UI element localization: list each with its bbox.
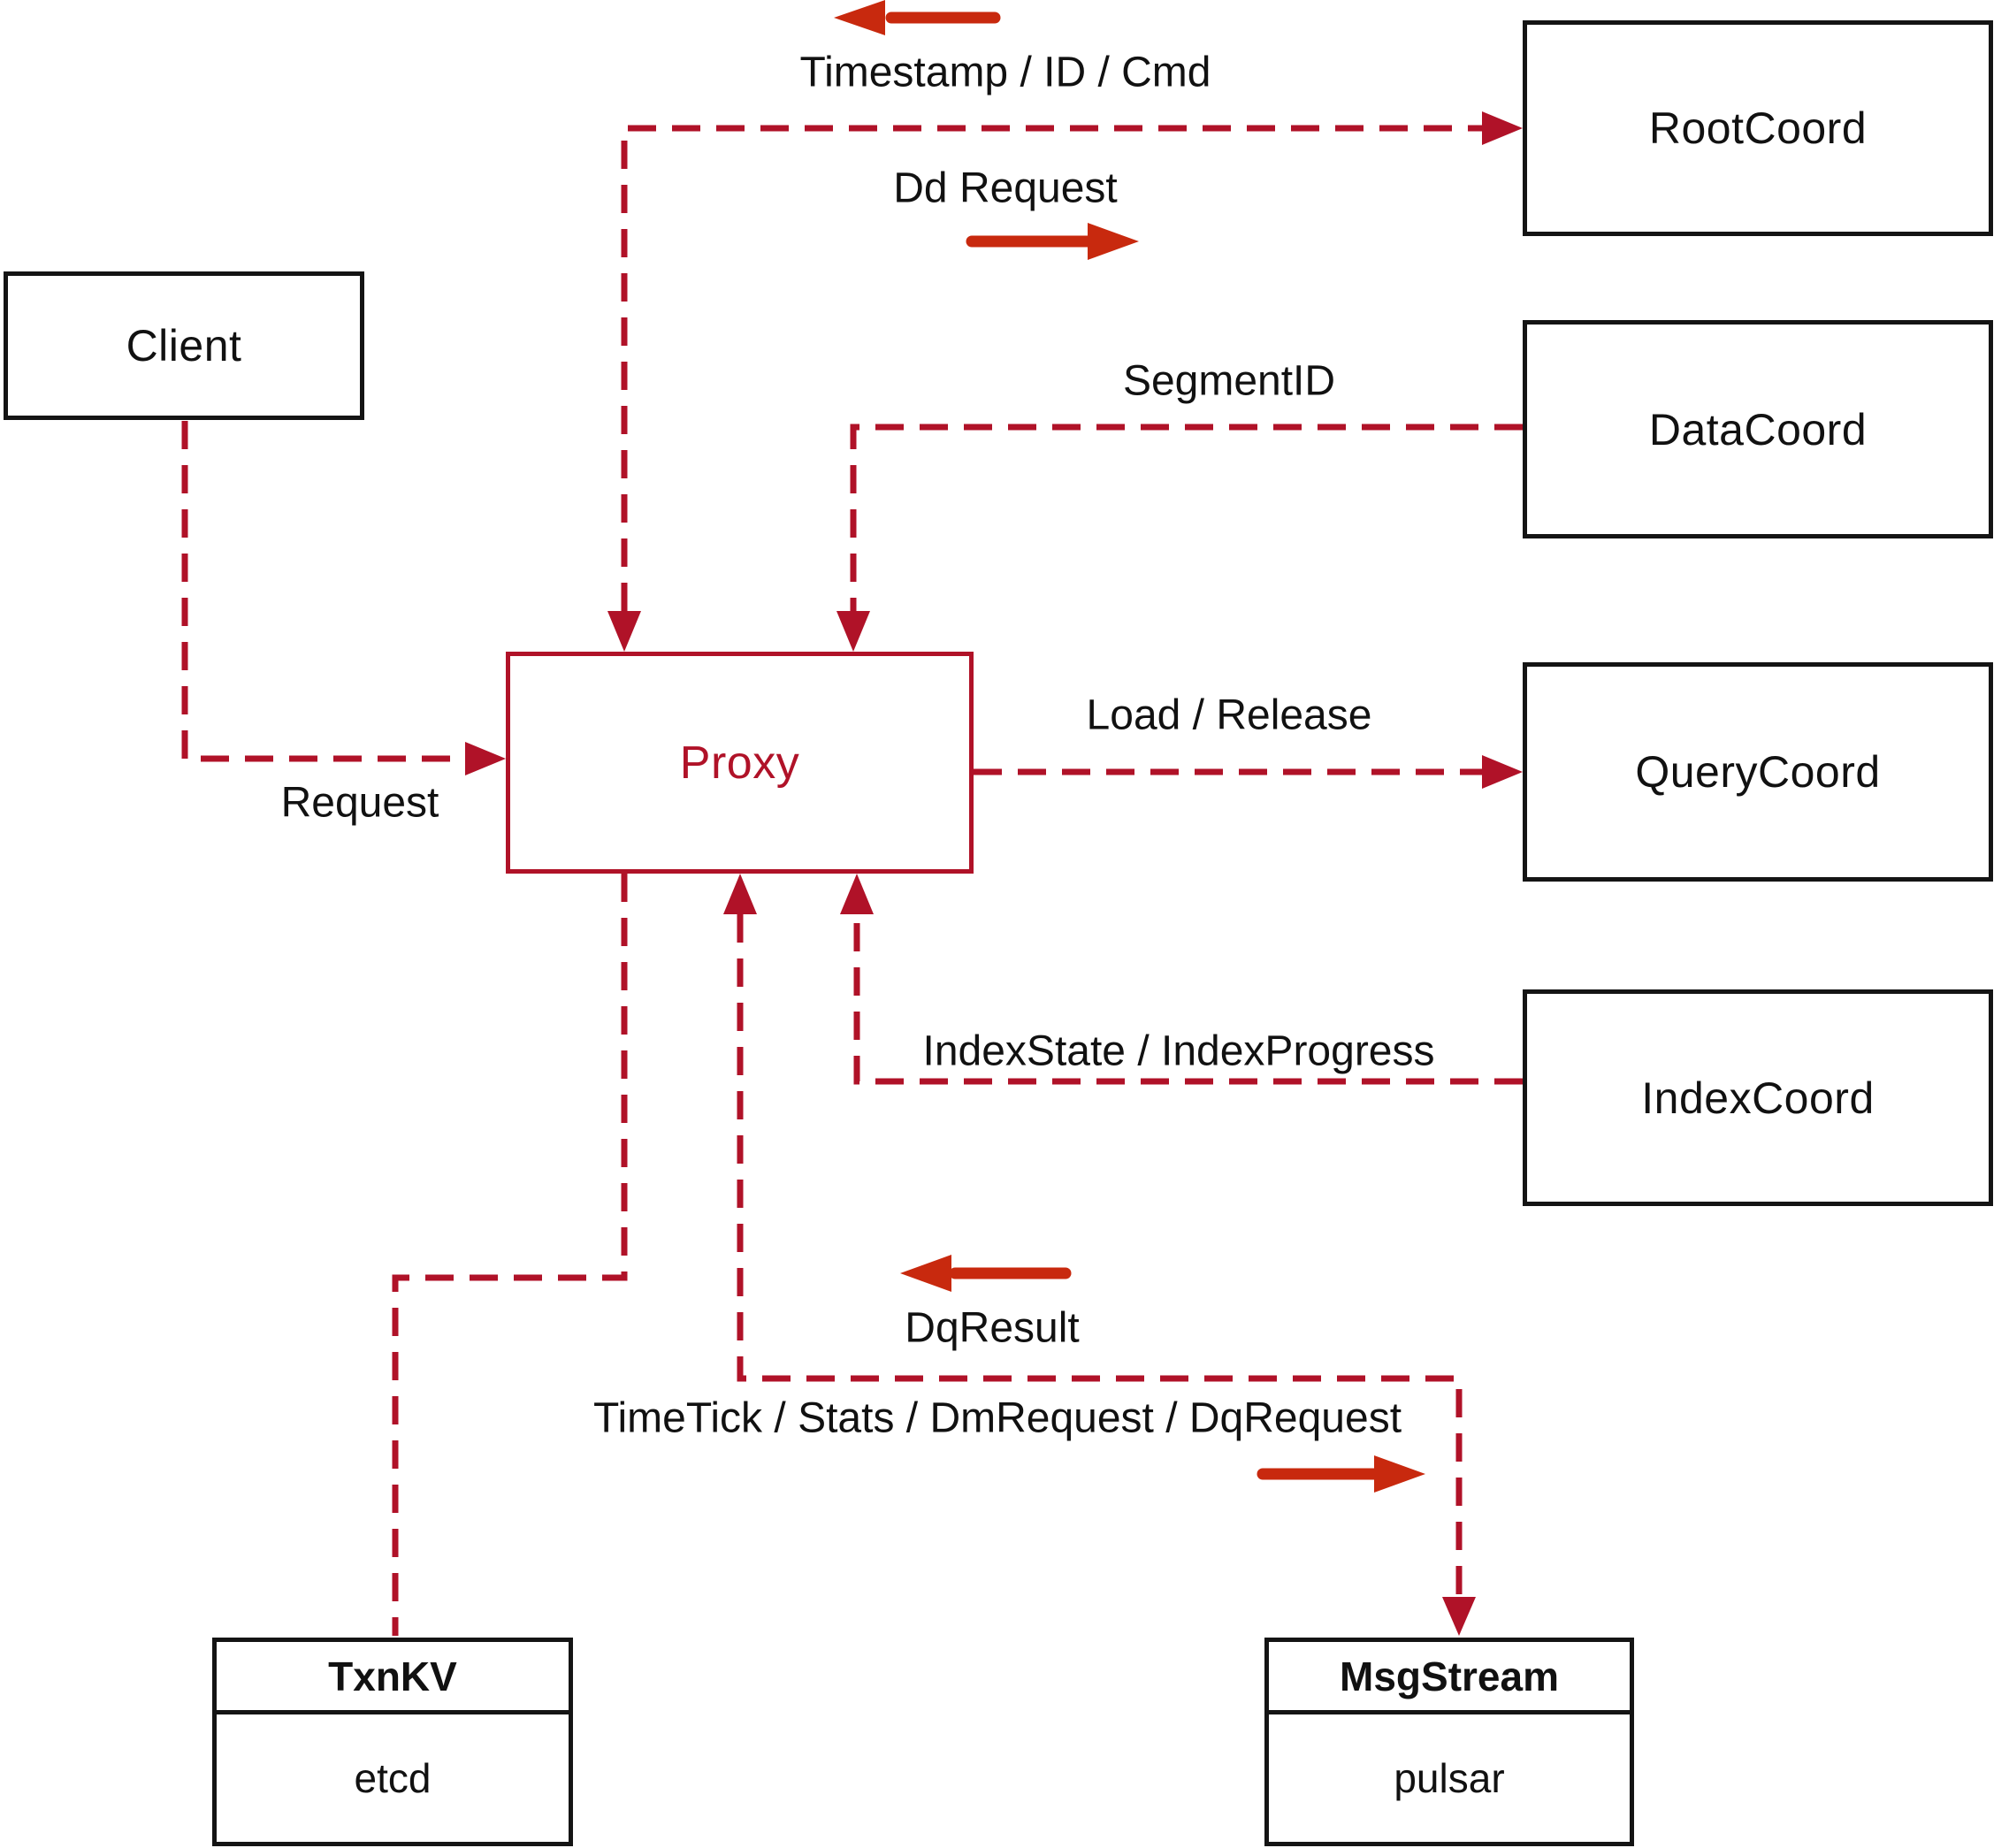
node-rootcoord: RootCoord bbox=[1523, 20, 1993, 236]
arrowhead-into-rootcoord bbox=[1482, 111, 1523, 145]
edge-label-request: Request bbox=[280, 779, 439, 827]
arrowhead-into-proxy-left bbox=[465, 742, 506, 775]
txnkv-impl: etcd bbox=[354, 1755, 432, 1801]
edge-label-segment-id: SegmentID bbox=[1122, 357, 1336, 405]
proxy-txnkv-line bbox=[392, 874, 628, 1636]
client-proxy-line bbox=[181, 421, 465, 762]
indexcoord-proxy-line bbox=[853, 914, 1523, 1085]
edge-indexcoord-proxy bbox=[840, 874, 1523, 1085]
node-proxy: Proxy bbox=[506, 652, 974, 874]
edge-proxy-querycoord bbox=[974, 755, 1523, 789]
arrowhead-into-querycoord bbox=[1482, 755, 1523, 789]
node-indexcoord-label: IndexCoord bbox=[1641, 1073, 1875, 1123]
timetick-arrow-head bbox=[1374, 1455, 1425, 1493]
node-rootcoord-label: RootCoord bbox=[1648, 103, 1868, 153]
node-querycoord-label: QueryCoord bbox=[1635, 747, 1881, 797]
edge-proxy-rootcoord bbox=[607, 111, 1523, 652]
edge-datacoord-proxy bbox=[836, 424, 1523, 652]
direction-arrow-timetick-right bbox=[1257, 1455, 1425, 1493]
edge-label-dd-request: Dd Request bbox=[893, 164, 1118, 212]
direction-arrow-ddrequest-right bbox=[966, 223, 1139, 260]
node-querycoord: QueryCoord bbox=[1523, 662, 1993, 882]
direction-arrow-dqresult-left bbox=[900, 1255, 1072, 1292]
edge-proxy-msgstream bbox=[723, 874, 1476, 1636]
edge-label-timestamp-id-cmd: Timestamp / ID / Cmd bbox=[799, 49, 1211, 96]
edge-label-dq-result: DqResult bbox=[905, 1304, 1080, 1352]
proxy-rootcoord-line bbox=[621, 125, 1482, 611]
node-datacoord-label: DataCoord bbox=[1648, 404, 1868, 454]
datacoord-proxy-line bbox=[850, 424, 1523, 611]
edge-client-proxy bbox=[181, 421, 506, 775]
arrowhead-into-proxy-bottom-center bbox=[723, 874, 757, 914]
edge-proxy-txnkv bbox=[392, 874, 628, 1636]
node-client: Client bbox=[4, 271, 364, 420]
arrowhead-into-msgstream bbox=[1442, 1597, 1476, 1636]
dqresult-arrow-head bbox=[900, 1255, 951, 1292]
node-client-label: Client bbox=[126, 321, 242, 370]
arrowhead-into-proxy-top-left bbox=[607, 611, 641, 652]
timestamp-arrow-head bbox=[834, 0, 885, 35]
edge-label-time-tick: TimeTick / Stats / DmRequest / DqRequest bbox=[592, 1394, 1402, 1442]
ddrequest-arrow-head bbox=[1088, 223, 1139, 260]
node-proxy-label: Proxy bbox=[679, 737, 800, 789]
arrowhead-into-proxy-bottom-right bbox=[840, 874, 874, 914]
proxy-msgstream-line bbox=[737, 914, 1463, 1597]
arrowhead-into-proxy-top-right bbox=[836, 611, 870, 652]
edge-label-index-state: IndexState / IndexProgress bbox=[922, 1027, 1435, 1075]
node-indexcoord: IndexCoord bbox=[1523, 989, 1993, 1206]
node-msgstream: MsgStream pulsar bbox=[1264, 1638, 1634, 1846]
edge-label-load-release: Load / Release bbox=[1086, 691, 1372, 739]
node-datacoord: DataCoord bbox=[1523, 320, 1993, 538]
node-txnkv: TxnKV etcd bbox=[212, 1638, 573, 1846]
direction-arrow-timestamp-left bbox=[834, 0, 1001, 35]
msgstream-impl: pulsar bbox=[1394, 1755, 1505, 1801]
txnkv-title: TxnKV bbox=[217, 1642, 569, 1714]
msgstream-title: MsgStream bbox=[1269, 1642, 1630, 1714]
